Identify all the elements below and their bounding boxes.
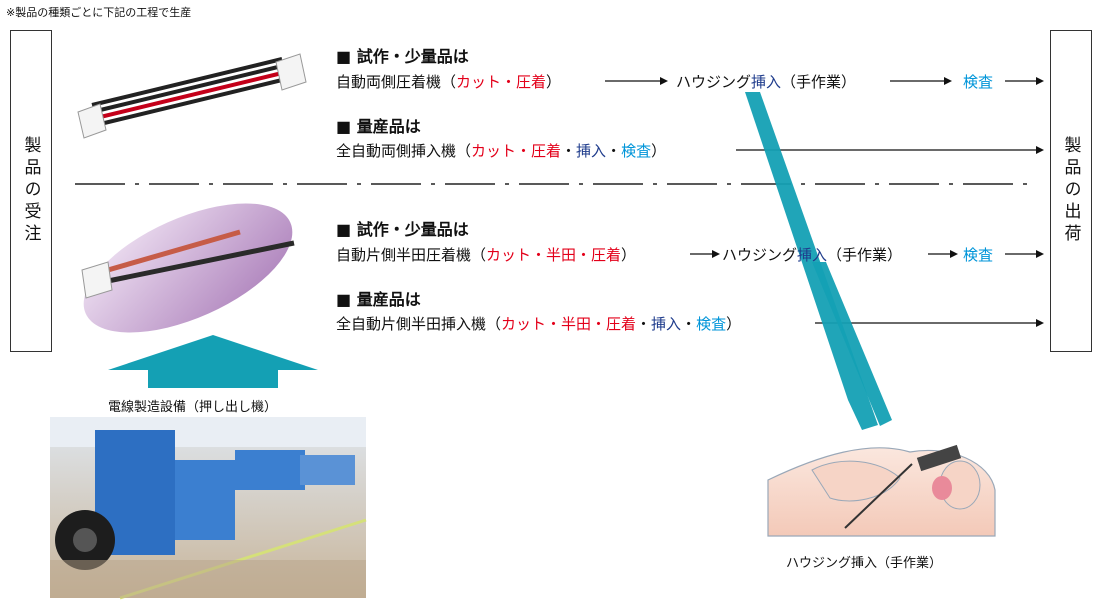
flow-arrowhead bbox=[712, 250, 720, 258]
close-paren: ） bbox=[726, 315, 742, 333]
order-label: 製品の受注 bbox=[20, 136, 41, 246]
machine-label: 全自動片側半田挿入機（ bbox=[336, 315, 502, 333]
flow-arrowhead bbox=[1036, 146, 1044, 154]
flow-arrowhead bbox=[1036, 319, 1044, 327]
section2-mass-heading: ■ 量産品は bbox=[336, 290, 421, 309]
dot-separator: ・ bbox=[681, 315, 697, 333]
order-box: 製品の受注 bbox=[10, 30, 52, 352]
shipment-label: 製品の出荷 bbox=[1060, 136, 1081, 246]
inspect-label: 検査 bbox=[963, 246, 994, 264]
section1-housing-step: ハウジング挿入（手作業） bbox=[676, 71, 856, 92]
production-note: ※製品の種類ごとに下記の工程で生産 bbox=[6, 6, 192, 19]
close-paren: ） bbox=[621, 246, 637, 264]
flow-arrowhead bbox=[1036, 250, 1044, 258]
insert-label: 挿入 bbox=[797, 246, 828, 264]
housing-label: ハウジング bbox=[676, 73, 752, 91]
dot-separator: ・ bbox=[561, 142, 577, 160]
ellipse-background bbox=[83, 203, 293, 333]
inspect-label: 検査 bbox=[621, 142, 652, 160]
inspect-label: 検査 bbox=[963, 73, 994, 91]
flow-arrowhead bbox=[660, 77, 668, 85]
flow-arrowhead bbox=[950, 250, 958, 258]
manual-label: （手作業） bbox=[827, 246, 903, 264]
section1-mass-heading: ■ 量産品は bbox=[336, 117, 421, 136]
equipment-caption: 電線製造設備（押し出し機） bbox=[108, 400, 278, 415]
flow-arrowhead bbox=[1036, 77, 1044, 85]
section1-trial-heading: ■ 試作・少量品は bbox=[336, 47, 469, 66]
insert-label: 挿入 bbox=[751, 73, 782, 91]
section2-mass-flow: 全自動片側半田挿入機（カット・半田・圧着・挿入・検査） bbox=[336, 313, 741, 334]
wire-harness-image-2 bbox=[81, 229, 295, 299]
shipment-box: 製品の出荷 bbox=[1050, 30, 1092, 352]
section2-trial-heading: ■ 試作・少量品は bbox=[336, 220, 469, 239]
close-paren: ） bbox=[651, 142, 667, 160]
machine-label: 自動片側半田圧着機（ bbox=[336, 246, 487, 264]
close-paren: ） bbox=[546, 73, 562, 91]
process-label: カット・半田・圧着 bbox=[501, 315, 637, 333]
pointer-arrow-2 bbox=[812, 262, 892, 426]
upward-arrow bbox=[108, 335, 318, 388]
flow-arrowhead bbox=[944, 77, 952, 85]
hand-caption: ハウジング挿入（手作業） bbox=[786, 556, 943, 571]
section1-trial-flow: 自動両側圧着機（カット・圧着） bbox=[336, 71, 561, 92]
insert-label: 挿入 bbox=[576, 142, 607, 160]
manual-label: （手作業） bbox=[781, 73, 857, 91]
machine-label: 自動両側圧着機（ bbox=[336, 73, 457, 91]
section2-housing-step: ハウジング挿入（手作業） bbox=[722, 244, 902, 265]
inspect-label: 検査 bbox=[696, 315, 727, 333]
dot-separator: ・ bbox=[636, 315, 652, 333]
process-label: カット・半田・圧着 bbox=[486, 246, 622, 264]
section2-trial-flow: 自動片側半田圧着機（カット・半田・圧着） bbox=[336, 244, 636, 265]
wire-harness-image-1 bbox=[77, 53, 307, 139]
process-label: カット・圧着 bbox=[456, 73, 547, 91]
pointer-arrow-1 bbox=[745, 92, 878, 430]
factory-photo bbox=[50, 417, 367, 600]
machine-label: 全自動両側挿入機（ bbox=[336, 142, 472, 160]
section1-mass-flow: 全自動両側挿入機（カット・圧着・挿入・検査） bbox=[336, 140, 666, 161]
process-label: カット・圧着 bbox=[471, 142, 562, 160]
dot-separator: ・ bbox=[606, 142, 622, 160]
insert-label: 挿入 bbox=[651, 315, 682, 333]
hand-insertion-illustration bbox=[767, 444, 996, 537]
housing-label: ハウジング bbox=[722, 246, 798, 264]
